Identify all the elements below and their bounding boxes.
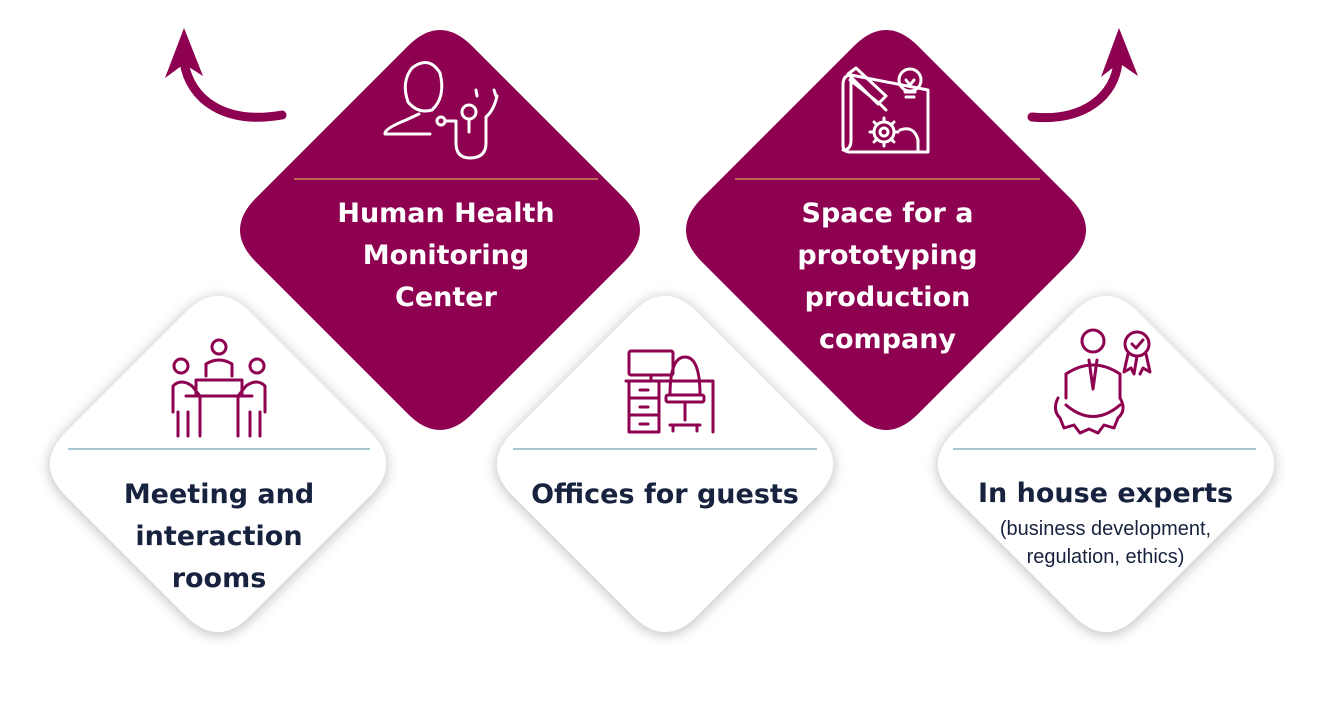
- card-line: Monitoring: [362, 240, 530, 271]
- expert-award-icon: [1053, 328, 1152, 435]
- card-line: company: [818, 324, 957, 355]
- card-experts: [938, 296, 1274, 632]
- card-meeting: [50, 296, 386, 632]
- card-line: Meeting and: [123, 479, 315, 510]
- meeting-table-icon: [171, 338, 267, 438]
- card-subline: (business development,: [999, 518, 1212, 540]
- office-desk-icon: [624, 349, 715, 434]
- card-health: [240, 30, 640, 430]
- card-line: interaction: [135, 521, 303, 552]
- card-offices-label: Offices for guests: [513, 474, 817, 516]
- card-line: Offices for guests: [531, 479, 799, 510]
- card-line: Space for a: [801, 198, 974, 229]
- doctor-stethoscope-icon: [383, 61, 499, 160]
- card-offices: [497, 296, 833, 632]
- curved-arrow-left-icon: [165, 28, 287, 122]
- card-line: Human Health: [337, 198, 555, 229]
- card-line: production: [804, 282, 971, 313]
- curved-arrow-right-icon: [1027, 28, 1138, 123]
- card-subline: regulation, ethics): [1026, 546, 1185, 568]
- card-meeting-label: Meeting and interaction rooms: [68, 474, 370, 600]
- card-line: In house experts: [977, 478, 1234, 509]
- card-prototype-label: Space for a prototyping production compa…: [735, 193, 1040, 361]
- card-line: prototyping: [797, 240, 978, 271]
- blueprint-idea-icon: [841, 66, 930, 154]
- card-prototype: [686, 30, 1086, 430]
- card-line: Center: [395, 282, 497, 313]
- card-health-label: Human Health Monitoring Center: [294, 193, 598, 319]
- card-experts-label: In house experts (business development, …: [953, 473, 1258, 571]
- card-line: rooms: [171, 563, 267, 594]
